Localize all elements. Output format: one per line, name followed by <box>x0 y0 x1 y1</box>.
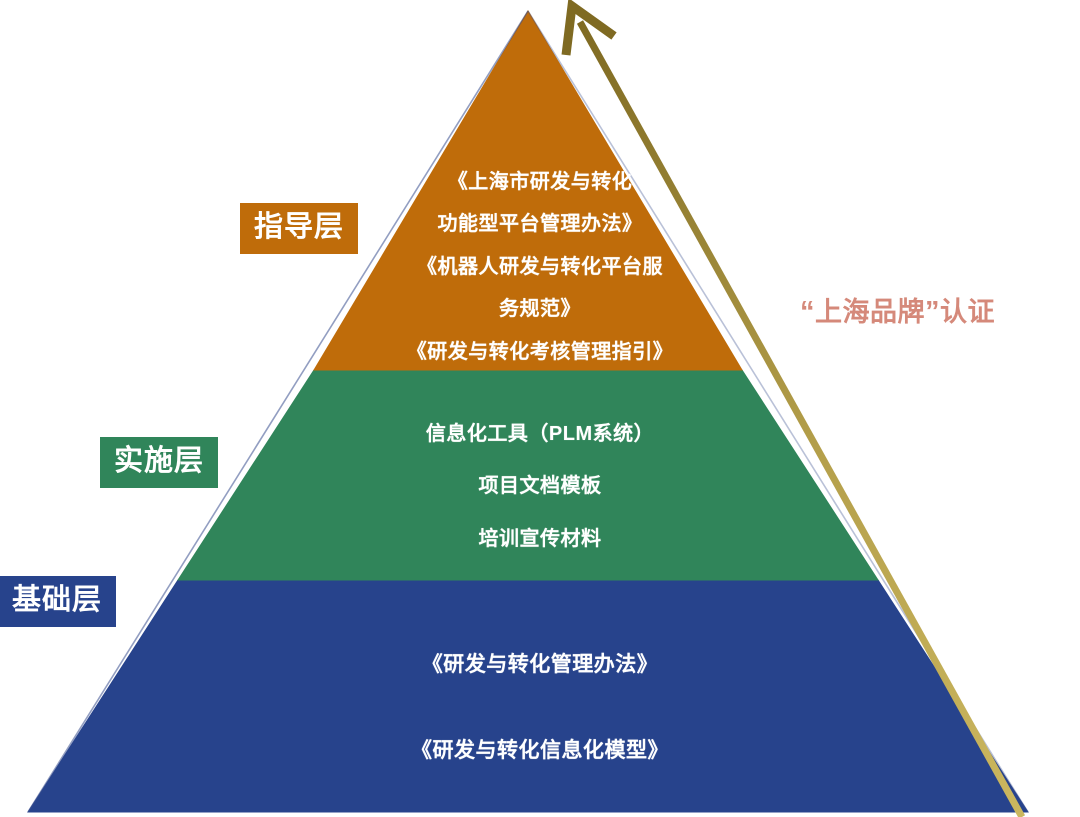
upward-growth-arrow-head <box>561 0 617 56</box>
pyramid-tier-guidance <box>313 10 743 371</box>
annotation-brand-text: 上海品牌 <box>815 297 925 327</box>
pyramid-left-edge <box>27 10 529 813</box>
upward-growth-arrow-shaft <box>576 20 1026 817</box>
tier-badge-implementation: 实施层 <box>100 437 219 488</box>
brand-certification-annotation: “上海品牌”认证 <box>800 290 995 329</box>
annotation-close-quote: ” <box>925 296 940 328</box>
annotation-open-quote: “ <box>800 296 815 328</box>
tier-badge-foundation: 基础层 <box>0 576 117 627</box>
pyramid-tier-implementation <box>177 369 879 581</box>
pyramid-tier-foundation <box>27 579 1029 813</box>
annotation-suffix: 认证 <box>940 297 995 327</box>
tier-badge-guidance: 指导层 <box>240 203 359 254</box>
